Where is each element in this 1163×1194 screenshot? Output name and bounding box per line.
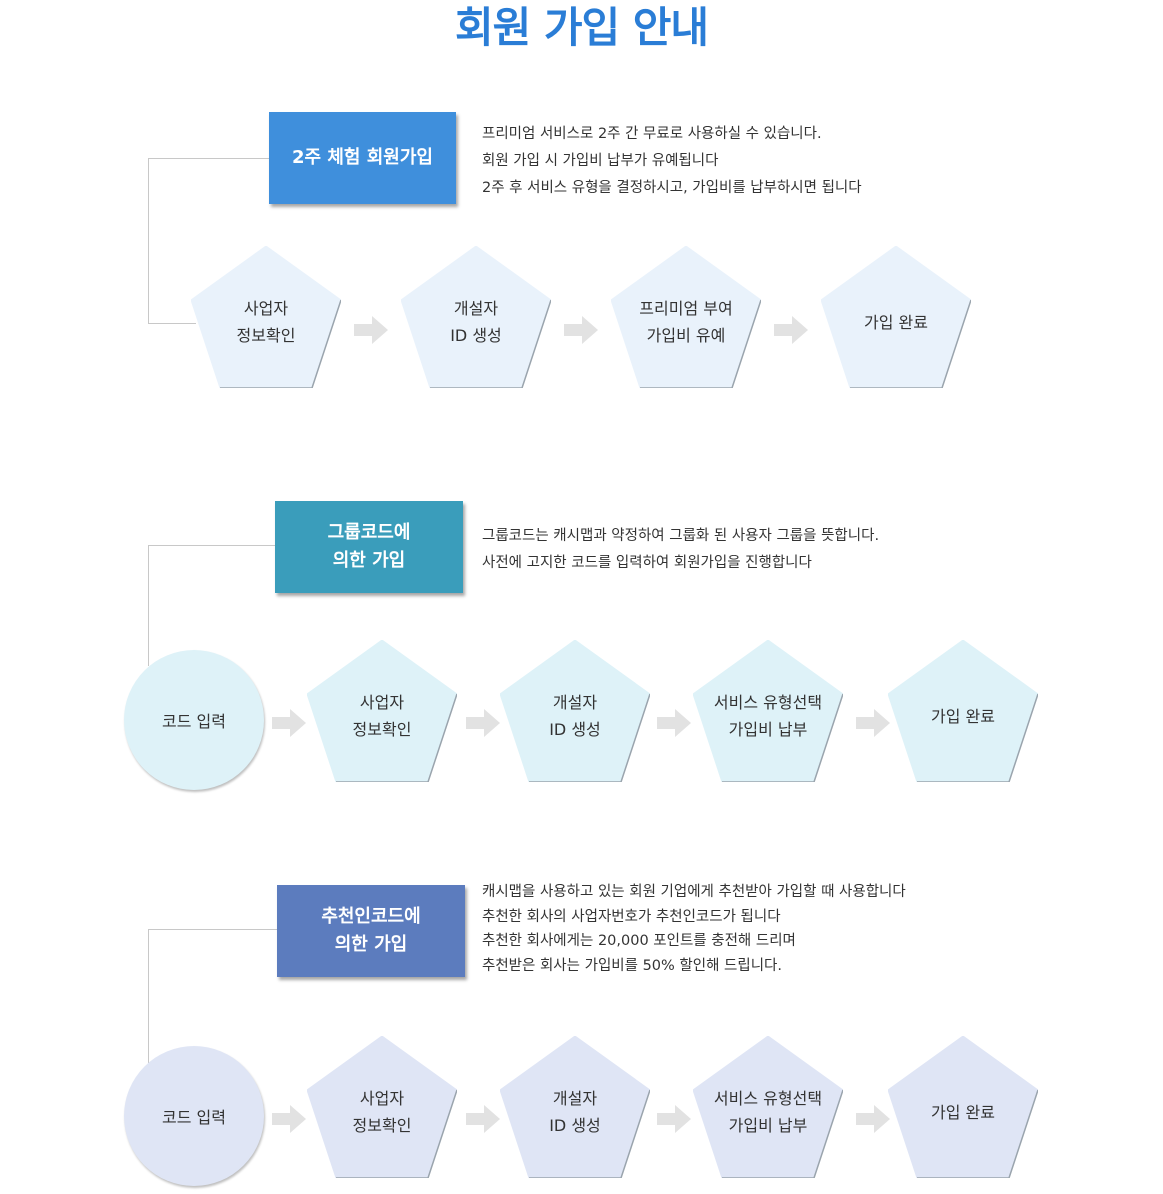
arrow-right-icon [272,1105,306,1133]
pentagon-shape [693,640,843,782]
pentagon-shape [307,1036,457,1178]
connector-line [148,158,271,324]
description-line: 그룹코드는 캐시맵과 약정하여 그룹화 된 사용자 그룹을 뜻합니다. [482,528,880,544]
connector-line [148,929,279,1063]
section-description: 프리미엄 서비스로 2주 간 무료로 사용하실 수 있습니다. 회원 가입 시 … [482,121,862,202]
pentagon-shape [191,246,341,388]
step-label: 프리미엄 부여 가입비 유예 [639,299,733,345]
step-premium: 프리미엄 부여 가입비 유예 [611,246,761,388]
section-description: 그룹코드는 캐시맵과 약정하여 그룹화 된 사용자 그룹을 뜻합니다. 사전에 … [482,523,879,577]
description-line: 사전에 고지한 코드를 입력하여 회원가입을 진행합니다 [482,555,812,571]
start-code-input: 코드 입력 [124,1046,264,1186]
step-label: 가입 완료 [931,1102,995,1122]
description-line: 2주 후 서비스 유형을 결정하시고, 가입비를 납부하시면 됩니다 [482,180,862,196]
section-label-referral-code: 추천인코드에 의한 가입 [277,885,465,977]
step-label: 가입 완료 [864,312,928,332]
section-label-group-code: 그룹코드에 의한 가입 [275,501,463,593]
arrow-right-icon [354,316,388,344]
step-label: 개설자 ID 생성 [549,693,601,739]
pentagon-shape [500,640,650,782]
step-create-id: 개설자 ID 생성 [500,1036,650,1178]
arrow-right-icon [272,709,306,737]
step-label: 사업자 정보확인 [352,1089,412,1135]
step-label: 서비스 유형선택 가입비 납부 [713,693,823,739]
arrow-right-icon [856,709,890,737]
start-code-input: 코드 입력 [124,650,264,790]
step-business-info: 사업자 정보확인 [307,1036,457,1178]
step-create-id: 개설자 ID 생성 [500,640,650,782]
step-label: 사업자 정보확인 [352,693,412,739]
description-line: 추천한 회사에게는 20,000 포인트를 충전해 드리며 [482,933,796,949]
connector-line [148,323,196,324]
step-complete: 가입 완료 [888,640,1038,782]
arrow-right-icon [774,316,808,344]
description-line: 추천받은 회사는 가입비를 50% 할인해 드립니다. [482,957,783,974]
pentagon-shape [888,640,1038,782]
arrow-right-icon [466,709,500,737]
step-service-type: 서비스 유형선택 가입비 납부 [693,640,843,782]
pentagon-shape [500,1036,650,1178]
pentagon-shape [693,1036,843,1178]
pentagon-shape [307,640,457,782]
pentagon-shape [611,246,761,388]
pentagon-shape [821,246,971,388]
step-complete: 가입 완료 [888,1036,1038,1178]
arrow-right-icon [466,1105,500,1133]
pentagon-shape [401,246,551,388]
step-label: 가입 완료 [931,706,995,726]
step-label: 사업자 정보확인 [236,299,296,345]
arrow-right-icon [856,1105,890,1133]
step-service-type: 서비스 유형선택 가입비 납부 [693,1036,843,1178]
section-description: 캐시맵을 사용하고 있는 회원 기업에게 추천받아 가입할 때 사용합니다 추천… [482,880,906,978]
step-complete: 가입 완료 [821,246,971,388]
step-create-id: 개설자 ID 생성 [401,246,551,388]
arrow-right-icon [657,1105,691,1133]
step-business-info: 사업자 정보확인 [307,640,457,782]
connector-line [148,545,277,666]
description-line: 캐시맵을 사용하고 있는 회원 기업에게 추천받아 가입할 때 사용합니다 [482,884,906,900]
arrow-right-icon [564,316,598,344]
description-line: 프리미엄 서비스로 2주 간 무료로 사용하실 수 있습니다. [482,126,822,142]
section-label-trial: 2주 체험 회원가입 [269,112,456,204]
step-label: 서비스 유형선택 가입비 납부 [713,1089,823,1135]
pentagon-shape [888,1036,1038,1178]
step-business-info: 사업자 정보확인 [191,246,341,388]
step-label: 개설자 ID 생성 [549,1089,601,1135]
page-title: 회원 가입 안내 [454,3,709,52]
step-label: 개설자 ID 생성 [450,299,502,345]
description-line: 회원 가입 시 가입비 납부가 유예됩니다 [482,153,719,169]
arrow-right-icon [657,709,691,737]
description-line: 추천한 회사의 사업자번호가 추천인코드가 됩니다 [482,908,781,925]
